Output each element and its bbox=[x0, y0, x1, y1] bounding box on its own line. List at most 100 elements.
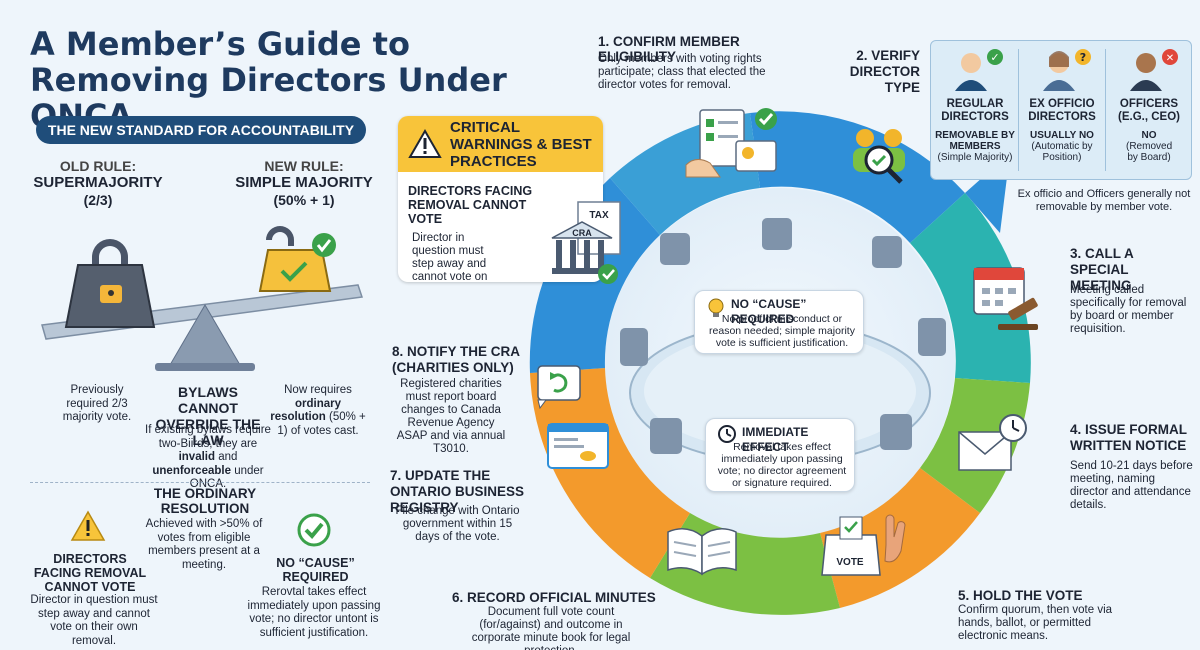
new-rule-note-bold: ordinary resolution bbox=[270, 397, 341, 424]
bylaws-invalid: invalid bbox=[178, 451, 216, 463]
check-circle-icon bbox=[297, 513, 331, 547]
warning-triangle-icon bbox=[408, 129, 442, 158]
new-rule-value: SIMPLE MAJORITY bbox=[235, 174, 373, 191]
step-5-heading: 5. HOLD THE VOTE bbox=[958, 588, 1083, 603]
heavy-weight-lock-icon bbox=[64, 239, 156, 328]
light-weight-unlocked-icon bbox=[258, 226, 332, 292]
tax-label: TAX bbox=[589, 210, 609, 221]
center-effect-heading: IMMEDIATE EFFECT bbox=[742, 425, 809, 454]
web-browser-icon bbox=[547, 423, 609, 469]
cra-label: CRA bbox=[572, 228, 592, 238]
step-7-heading: 7. UPDATE THE ONTARIO BUSINESS REGISTRY bbox=[390, 468, 525, 515]
director-type-name: EX OFFICIO DIRECTORS bbox=[1028, 98, 1096, 123]
page-title: A Member’s Guide to Removing Directors U… bbox=[30, 25, 507, 134]
bylaws-text: If existing bylaws require two-Biirds, t… bbox=[140, 424, 276, 492]
bylaws-text-pre: If existing bylaws require two-Biirds, t… bbox=[145, 424, 271, 450]
center-cause-heading: NO “CAUSE” REQUIRED bbox=[731, 297, 807, 326]
critical-warnings-card: CRITICAL WARNINGS & BEST PRACTICES DIREC… bbox=[398, 116, 603, 282]
ordinary-text: Achieved with >50% of votes from eligibl… bbox=[145, 518, 263, 571]
chair bbox=[762, 218, 792, 250]
status-badge: ? bbox=[1080, 51, 1086, 64]
chair bbox=[872, 236, 902, 268]
warnings-sub-heading: DIRECTORS FACING REMOVAL CANNOT VOTE bbox=[408, 184, 533, 226]
step-6-heading: 6. RECORD OFFICIAL MINUTES bbox=[452, 590, 656, 605]
step-4-heading: 4. ISSUE FORMAL WRITTEN NOTICE bbox=[1070, 422, 1187, 453]
step-6-text: Document full vote count (for/against) a… bbox=[471, 606, 631, 650]
chair bbox=[620, 328, 648, 366]
step-3-heading: 3. CALL A SPECIAL MEETING bbox=[1070, 246, 1134, 293]
bylaws-unenforceable: unenforceable bbox=[152, 464, 231, 477]
director-type-status: NO bbox=[1141, 130, 1157, 141]
bylaws-heading: BYLAWS CANNOT OVERRIDE THE LAW bbox=[155, 384, 261, 448]
new-rule-note-pre: Now requires bbox=[284, 384, 352, 396]
center-cause-text: No proof of misconduct or reason needed;… bbox=[709, 313, 855, 349]
accountability-banner: THE NEW STANDARD FOR ACCOUNTABILITY bbox=[36, 116, 366, 144]
divider bbox=[30, 482, 370, 483]
director-type-ex-officio: ? EX OFFICIO DIRECTORS USUALLY NO (Autom… bbox=[1019, 45, 1105, 163]
center-effect-text: Removal takes effect immediately upon pa… bbox=[717, 441, 847, 489]
director-type-name: REGULAR DIRECTORS bbox=[941, 98, 1009, 123]
column-divider bbox=[1105, 49, 1106, 171]
status-badge: ✓ bbox=[990, 51, 999, 64]
person-avatar-icon: ✓ bbox=[955, 49, 1003, 91]
balance-scale-illustration bbox=[41, 226, 363, 371]
left-cause-heading: NO “CAUSE” REQUIRED bbox=[276, 556, 355, 584]
director-note: Ex officio and Officers generally not re… bbox=[1017, 188, 1191, 213]
open-book-icon bbox=[667, 528, 737, 576]
documents-check-icon bbox=[685, 108, 777, 178]
ordinary-heading: THE ORDINARY RESOLUTION bbox=[153, 486, 257, 516]
vote-label: VOTE bbox=[836, 557, 864, 568]
left-directors-text: Director in question must step away and … bbox=[30, 594, 158, 647]
center-effect-card: IMMEDIATE EFFECT Removal takes effect im… bbox=[705, 418, 855, 492]
new-rule-sub: (50% + 1) bbox=[273, 192, 335, 208]
old-rule-value: SUPERMAJORITY bbox=[33, 174, 163, 191]
step-3-text: Meeting called specifically for removal … bbox=[1070, 284, 1187, 335]
director-type-status: USUALLY NO bbox=[1030, 130, 1094, 141]
director-type-status-sub: (Simple Majority) bbox=[937, 152, 1013, 163]
clock-icon bbox=[718, 425, 736, 443]
envelope-clock-icon bbox=[958, 414, 1027, 471]
ballot-box-icon: VOTE bbox=[821, 514, 906, 576]
scale-fulcrum bbox=[155, 304, 255, 371]
chair bbox=[660, 233, 690, 265]
column-divider bbox=[1018, 49, 1019, 171]
chair bbox=[918, 318, 946, 356]
warnings-header: CRITICAL WARNINGS & BEST PRACTICES bbox=[398, 116, 603, 172]
new-rule-label: NEW RULE: bbox=[264, 158, 344, 174]
center-cause-card: NO “CAUSE” REQUIRED No proof of miscondu… bbox=[694, 290, 864, 354]
chair bbox=[880, 414, 912, 450]
left-cause-text: Rerovtal takes effect immediately upon p… bbox=[247, 586, 381, 639]
director-type-status: REMOVABLE BY MEMBERS bbox=[935, 130, 1015, 152]
lightbulb-icon bbox=[708, 298, 724, 317]
ring-segment-6 bbox=[530, 368, 690, 578]
director-type-status-sub: (Removed by Board) bbox=[1126, 141, 1173, 163]
people-magnifier-icon bbox=[853, 129, 905, 184]
person-avatar-icon: ✕ bbox=[1130, 49, 1178, 91]
left-directors-heading: DIRECTORS FACING REMOVAL CANNOT VOTE bbox=[33, 552, 147, 594]
director-type-regular: ✓ REGULAR DIRECTORS REMOVABLE BY MEMBERS… bbox=[931, 45, 1019, 163]
calendar-gavel-icon bbox=[973, 267, 1038, 330]
status-badge: ✕ bbox=[1166, 53, 1174, 64]
new-rule-note-post: (50% + 1) of votes cast. bbox=[277, 411, 366, 437]
warning-triangle-icon bbox=[70, 510, 106, 541]
person-avatar-icon: ? bbox=[1043, 49, 1091, 91]
step-5-text: Confirm quorum, then vote via hands, bal… bbox=[958, 604, 1113, 642]
old-rule-sub: (2/3) bbox=[83, 192, 113, 208]
step-1-heading: 1. CONFIRM MEMBER ELIGIBILITY bbox=[598, 34, 740, 64]
old-rule-note: Previously required 2/3 majority vote. bbox=[62, 384, 132, 423]
director-type-name: OFFICERS (e.g., CEO) bbox=[1118, 98, 1180, 123]
chair bbox=[650, 418, 682, 454]
ring-segment-1 bbox=[750, 111, 965, 243]
step-2-heading: 2. VERIFY DIRECTOR TYPE bbox=[849, 48, 920, 95]
warnings-text: Director in question must step away and … bbox=[412, 232, 488, 282]
director-type-status-sub: (Automatic by Position) bbox=[1031, 141, 1093, 163]
bylaws-and: and bbox=[218, 451, 238, 463]
check-badge-icon bbox=[312, 233, 336, 257]
refresh-document-icon bbox=[537, 365, 581, 410]
step-8-text: Registered charities must report board c… bbox=[396, 378, 506, 455]
step-4-text: Send 10-21 days before meeting, naming d… bbox=[1070, 460, 1193, 511]
step-8-heading: 8. NOTIFY THE CRA (CHARITIES ONLY) bbox=[392, 344, 520, 375]
director-type-officers: ✕ OFFICERS (e.g., CEO) NO (Removed by Bo… bbox=[1106, 45, 1192, 163]
bylaws-text-post: under ONCA. bbox=[189, 464, 264, 491]
director-types-panel: ✓ REGULAR DIRECTORS REMOVABLE BY MEMBERS… bbox=[930, 40, 1192, 180]
